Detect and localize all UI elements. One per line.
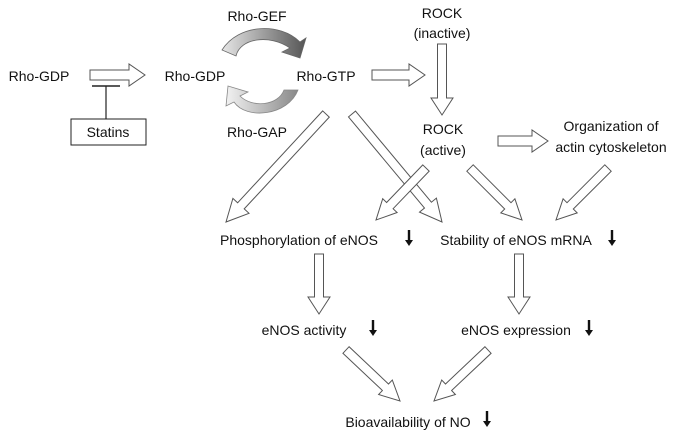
stability-enos-mrna-label: Stability of eNOS mRNA	[440, 232, 592, 248]
rock-inactive-label-line1: ROCK	[422, 5, 463, 21]
statins-label: Statins	[87, 124, 130, 140]
rho-gap-curved-arrow	[225, 85, 299, 114]
arrow-activity-to-bioavailability	[342, 345, 401, 402]
decrease-arrow-icon	[369, 320, 377, 336]
decrease-arrow-icon	[483, 411, 491, 427]
decrease-arrow-icon	[405, 230, 413, 246]
actin-label-line1: Organization of	[564, 118, 659, 134]
arrow-rho-gtp-to-stability	[347, 110, 443, 223]
arrow-rock-inactive-to-rock-active	[430, 43, 454, 116]
arrow-rock-to-phosphorylation	[375, 164, 430, 221]
rho-gtp-label: Rho-GTP	[296, 68, 355, 84]
rho-gap-label: Rho-GAP	[227, 124, 287, 140]
rock-active-label-line2: (active)	[420, 142, 466, 158]
bioavailability-no-label: Bioavailability of NO	[345, 414, 470, 430]
rho-gef-label: Rho-GEF	[227, 8, 286, 24]
arrow-rho-gtp-to-rock-inactive	[371, 63, 426, 87]
decrease-arrow-icon	[585, 320, 593, 336]
statins-box	[70, 118, 147, 146]
arrow-expression-to-bioavailability	[433, 345, 492, 402]
hollow-arrows	[89, 43, 612, 402]
arrow-rho-gtp-to-phosphorylation	[225, 110, 331, 223]
arrow-actin-to-stability	[555, 164, 612, 221]
enos-expression-label: eNOS expression	[461, 322, 571, 338]
arrow-rock-to-stability	[466, 164, 523, 221]
phosphorylation-enos-label: Phosphorylation of eNOS	[220, 232, 378, 248]
rho-gdp-left-label: Rho-GDP	[9, 68, 70, 84]
arrow-rock-to-actin	[497, 129, 549, 153]
actin-label-line2: actin cytoskeleton	[555, 139, 666, 155]
rock-inactive-label-line2: (inactive)	[414, 25, 471, 41]
arrow-rho-gdp-to-rho-gdp	[89, 63, 146, 87]
decrease-arrow-icon	[608, 230, 616, 246]
rock-active-label-line1: ROCK	[423, 121, 464, 137]
rho-gef-curved-arrow	[221, 28, 307, 59]
rho-gdp-mid-label: Rho-GDP	[165, 68, 226, 84]
arrow-phosphorylation-to-activity	[307, 253, 331, 315]
arrow-stability-to-expression	[507, 253, 531, 315]
enos-activity-label: eNOS activity	[262, 322, 347, 338]
